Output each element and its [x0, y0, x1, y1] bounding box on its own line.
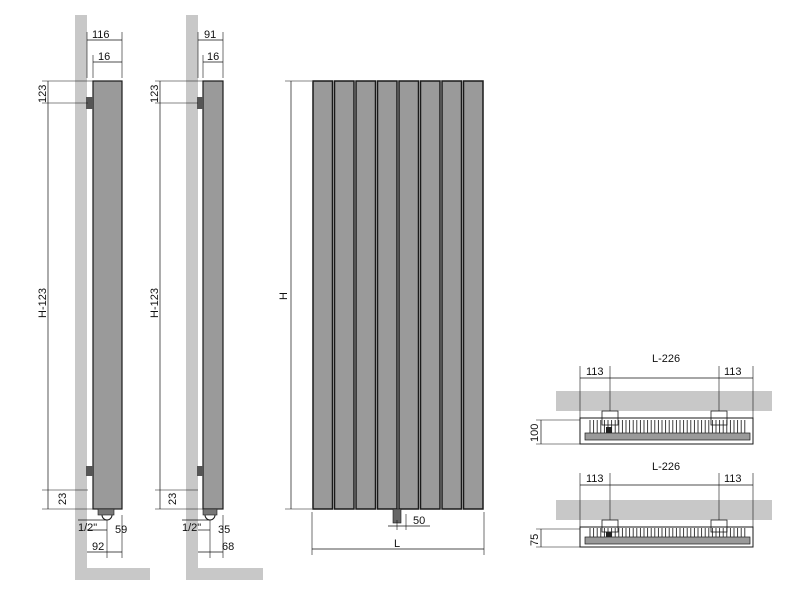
dim-top-spacing: 123 — [37, 85, 49, 103]
dim-depth-bottom: 92 — [92, 541, 104, 553]
valve-body — [202, 508, 218, 516]
radiator-panel — [355, 80, 377, 510]
wall-bracket-top — [86, 97, 93, 109]
radiator-panel — [376, 80, 398, 510]
radiator-panel — [462, 80, 484, 510]
valve-marker — [606, 427, 612, 433]
radiator-panel — [398, 80, 420, 510]
radiator-plate — [584, 536, 751, 545]
radiator-body — [202, 80, 224, 510]
radiator-panel — [312, 80, 334, 510]
dim-connection-offset: 50 — [413, 515, 425, 527]
wall-section — [75, 15, 87, 580]
dim-bottom-spacing: 23 — [57, 493, 69, 505]
wall-section — [556, 391, 772, 411]
wall-bracket-top — [197, 97, 203, 109]
dim-width-total: 91 — [204, 29, 216, 41]
radiator-plate — [584, 432, 751, 441]
dim-height: H-123 — [149, 288, 161, 318]
floor-section — [186, 568, 263, 580]
dim-pipe-size: 1/2" — [182, 522, 201, 534]
dim-height: H-123 — [37, 288, 49, 318]
top-view-slim: 113 L-226 113 75 — [529, 461, 772, 548]
fin-row — [589, 420, 746, 433]
dim-depth: 100 — [529, 424, 541, 442]
radiator-panel — [333, 80, 355, 510]
side-view-slim: 91 16 123 H-123 23 1/2" 35 68 — [149, 15, 263, 580]
wall-bracket-bottom — [197, 466, 203, 476]
floor-section — [75, 568, 150, 580]
dim-pipe-size: 1/2" — [78, 522, 97, 534]
dim-width-total: 116 — [92, 29, 110, 41]
top-view-deep: 113 L-226 113 100 — [529, 353, 772, 445]
dim-left-bracket: 113 — [586, 473, 604, 485]
dim-bracket-span: L-226 — [652, 353, 680, 365]
dim-top-spacing: 123 — [149, 85, 161, 103]
dim-bracket-span: L-226 — [652, 461, 680, 473]
dim-height: H — [278, 292, 290, 300]
dim-width: L — [394, 538, 400, 550]
dim-right-bracket: 113 — [724, 366, 742, 378]
side-view-deep: 116 16 123 H-123 23 1/2" 59 92 — [37, 15, 150, 580]
dim-depth-bottom: 68 — [222, 541, 234, 553]
wall-bracket-bottom — [86, 466, 93, 476]
wall-section — [556, 500, 772, 520]
wall-section — [186, 15, 198, 580]
dim-right-bracket: 113 — [724, 473, 742, 485]
valve-marker — [606, 532, 612, 537]
valve-body — [97, 508, 115, 516]
radiator-panel — [419, 80, 441, 510]
dim-bottom-spacing: 23 — [167, 493, 179, 505]
dim-offset-top: 16 — [98, 51, 110, 63]
dim-pipe-offset: 59 — [115, 524, 127, 536]
dim-left-bracket: 113 — [586, 366, 604, 378]
dim-depth: 75 — [529, 534, 541, 546]
front-view: H 50 L — [278, 80, 485, 555]
radiator-body — [92, 80, 123, 510]
radiator-panels — [312, 80, 484, 510]
dim-pipe-offset: 35 — [218, 524, 230, 536]
radiator-panel — [441, 80, 463, 510]
dim-offset-top: 16 — [207, 51, 219, 63]
